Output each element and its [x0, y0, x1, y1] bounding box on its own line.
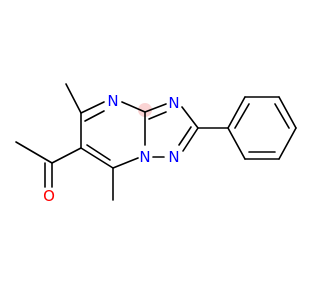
bond-ph-3-4-inner	[274, 103, 290, 129]
bond-c5-n4-double	[84, 110, 105, 122]
bonds	[15, 83, 297, 201]
bond-c2-n1-double	[178, 126, 192, 146]
bond-ph-6-1	[227, 127, 246, 160]
atom-n-triazole-top: N	[168, 94, 179, 112]
bond-ph-4-5	[278, 127, 297, 160]
bond-n4-c3a	[121, 101, 146, 113]
bond-carbonyl-methyl	[15, 141, 53, 164]
molecule-diagram: N N N N O	[15, 83, 297, 205]
bond-ph-1-2	[227, 96, 246, 129]
bond-c5-n4	[80, 101, 105, 114]
atom-n-triazole-bottom: N	[168, 148, 179, 166]
bond-c3a-n3	[144, 103, 167, 113]
bond-n8-c7	[112, 157, 139, 169]
bond-ph-3-4	[278, 96, 297, 129]
bond-c3a-n3-double	[148, 111, 167, 120]
atom-labels: N N N N O	[43, 92, 180, 205]
bond-n3-c2	[181, 106, 199, 129]
bond-c6-carbonyl	[51, 147, 82, 164]
atom-o-carbonyl: O	[43, 187, 55, 205]
fusion-highlight	[138, 103, 152, 117]
bond-c2-n1	[182, 127, 199, 152]
bond-c5-methyl	[65, 83, 82, 114]
bond-ph-1-2-inner	[234, 103, 250, 129]
bond-c7-c6	[80, 147, 114, 169]
bond-c7-c6-double	[86, 144, 111, 161]
atom-n-pyrimidine: N	[107, 92, 118, 110]
atom-n-bridgehead: N	[139, 148, 150, 166]
